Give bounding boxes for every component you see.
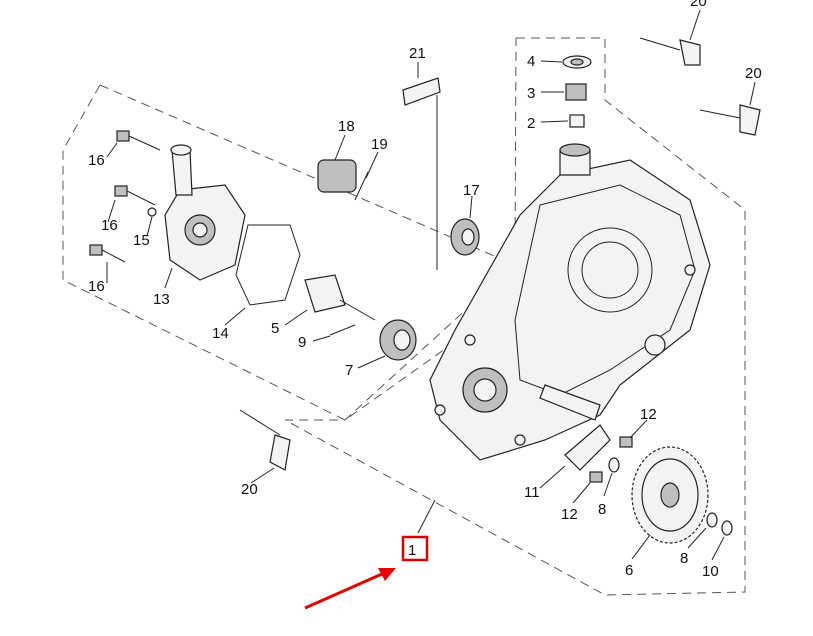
callout-15: 15 <box>133 232 150 249</box>
impeller-shaft <box>304 274 376 321</box>
callout-10: 10 <box>702 563 719 580</box>
callout-21: 21 <box>409 45 426 62</box>
gear-6 <box>631 446 709 544</box>
callout-16-bottom: 16 <box>88 278 105 295</box>
leader-lines <box>106 9 756 561</box>
bracket-20-top <box>639 37 701 66</box>
oil-seal-4 <box>562 55 592 69</box>
label-plate-21 <box>402 77 441 106</box>
callout-13: 13 <box>153 291 170 308</box>
seal-18 <box>317 159 357 193</box>
bolt-16-top <box>116 130 161 151</box>
callout-1: 1 <box>408 542 416 559</box>
callout-8-right: 8 <box>680 550 688 567</box>
washer-8-left <box>608 457 620 473</box>
circlip-19 <box>354 171 369 201</box>
bolt-16-middle <box>114 185 156 206</box>
callout-2: 2 <box>527 115 535 132</box>
callout-12-upper: 12 <box>640 406 657 423</box>
callout-14: 14 <box>212 325 229 342</box>
callout-20-top: 20 <box>690 0 707 10</box>
callout-19: 19 <box>371 136 388 153</box>
callout-16-top: 16 <box>88 152 105 169</box>
washer-8-right <box>706 512 718 528</box>
callout-9: 9 <box>298 334 306 351</box>
pointer-arrow-icon <box>304 568 396 610</box>
callout-17: 17 <box>463 182 480 199</box>
callout-11: 11 <box>524 484 540 501</box>
needle-bearing-3 <box>565 83 587 101</box>
bearing-7 <box>379 319 417 361</box>
callout-8-left: 8 <box>598 501 606 518</box>
crankcase-cover <box>429 143 711 461</box>
bolt-12-lower <box>589 471 603 483</box>
water-pump-housing <box>164 144 246 281</box>
bolt-12-upper <box>619 436 633 448</box>
callout-7: 7 <box>345 362 353 379</box>
gasket <box>235 224 301 306</box>
callout-20-bottom: 20 <box>241 481 258 498</box>
callout-5: 5 <box>271 320 279 337</box>
callout-12-lower: 12 <box>561 506 578 523</box>
callout-18: 18 <box>338 118 355 135</box>
clip-10 <box>721 520 733 536</box>
callout-3: 3 <box>527 85 535 102</box>
plate-11 <box>564 424 611 471</box>
highlight-box <box>401 535 429 562</box>
bracket-20-right <box>699 104 761 136</box>
bracket-20-bottom <box>239 409 291 471</box>
assembly-outline-right <box>284 37 746 596</box>
pin-9 <box>329 324 356 336</box>
callout-16-middle: 16 <box>101 217 118 234</box>
callout-4: 4 <box>527 53 535 70</box>
washer-15 <box>147 207 157 217</box>
bushing-2 <box>569 114 585 128</box>
callout-6: 6 <box>625 562 633 579</box>
bolt-16-bottom <box>89 244 126 263</box>
callout-20-right: 20 <box>745 65 762 82</box>
bearing-17 <box>450 218 480 256</box>
